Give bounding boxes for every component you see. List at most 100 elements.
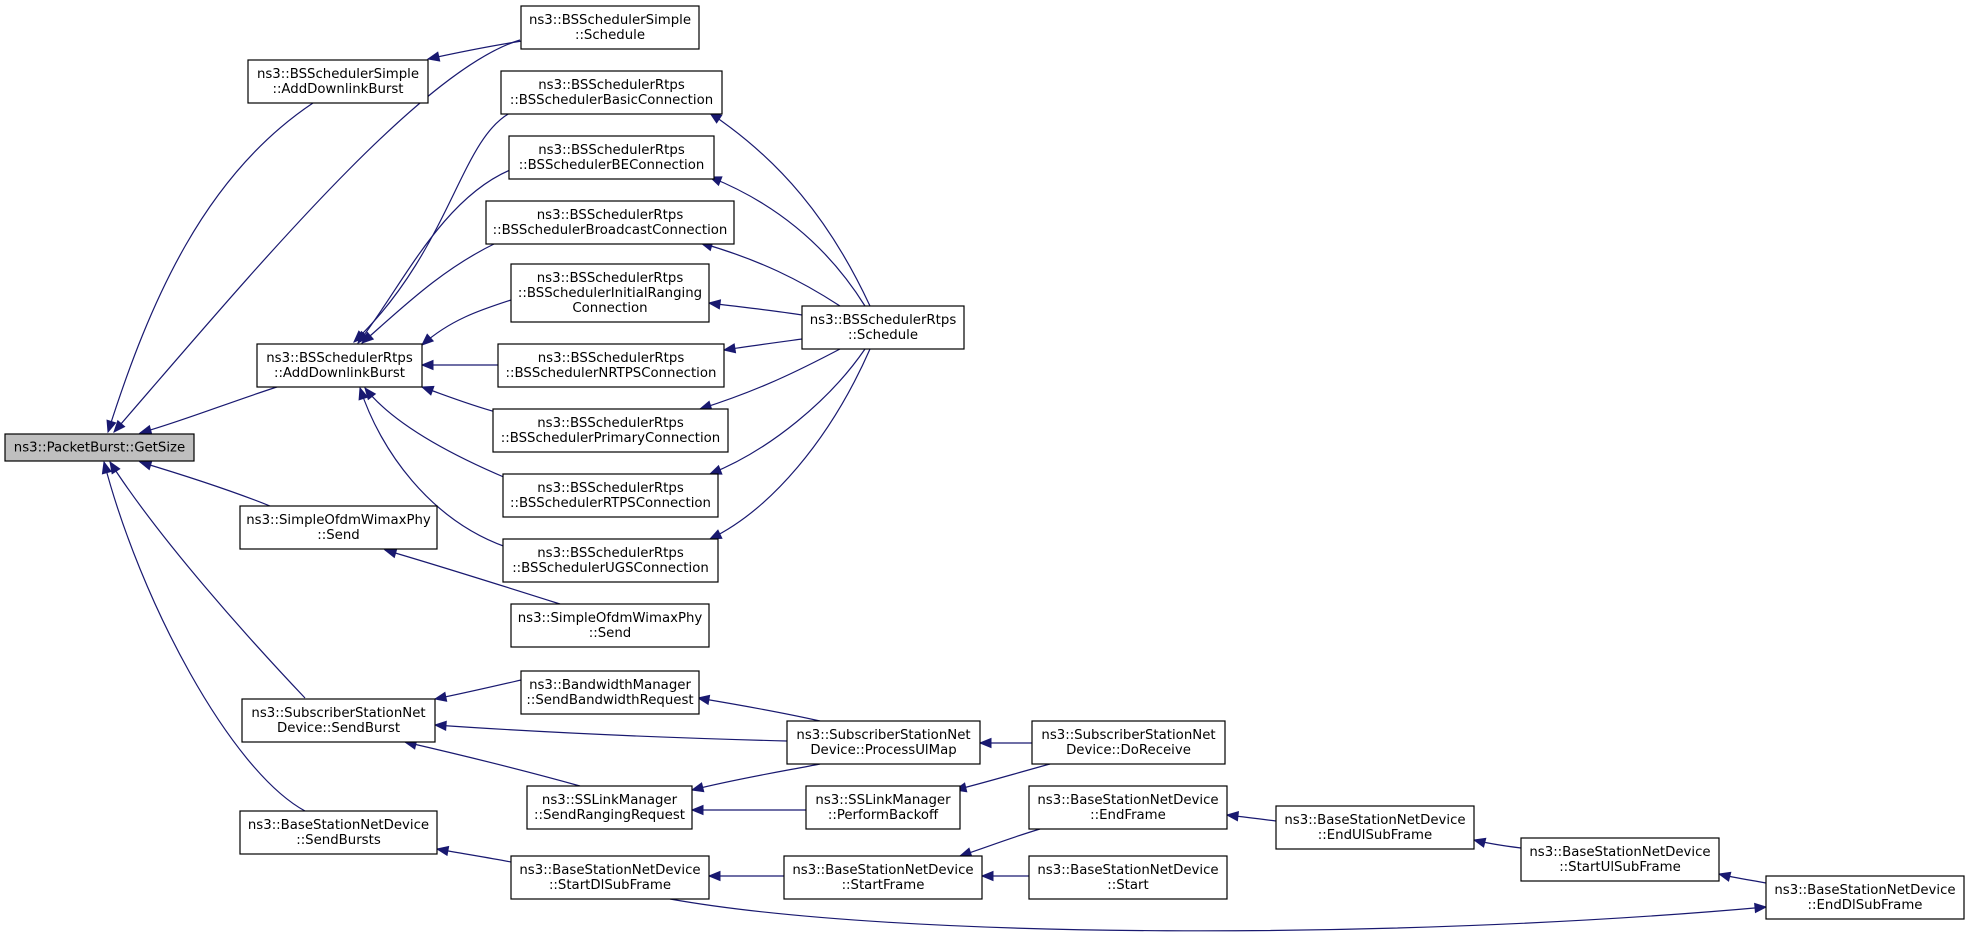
- arrowhead: [109, 460, 121, 475]
- edge-line: [359, 387, 507, 548]
- node-box: [1028, 855, 1228, 900]
- node-getsize[interactable]: ns3::PacketBurst::GetSize: [4, 433, 195, 462]
- node-bs-startdl[interactable]: ns3::BaseStationNetDevice::StartDlSubFra…: [510, 855, 710, 900]
- node-label-line: ns3::BSSchedulerSimple: [257, 67, 419, 82]
- node-ss-doreceive[interactable]: ns3::SubscriberStationNetDevice::DoRecei…: [1031, 720, 1226, 765]
- edge-line: [139, 461, 271, 507]
- node-bs-endul[interactable]: ns3::BaseStationNetDevice::EndUlSubFrame: [1275, 805, 1475, 850]
- arrowhead: [383, 548, 398, 559]
- call-edge: [435, 845, 512, 863]
- arrowhead: [978, 737, 992, 749]
- node-box: [510, 263, 710, 323]
- node-label-line: ns3::BandwidthManager: [529, 678, 691, 693]
- call-edge: [420, 359, 498, 371]
- node-ofdm-send1[interactable]: ns3::SimpleOfdmWimaxPhy::Send: [239, 505, 438, 550]
- node-bs-sendbursts[interactable]: ns3::BaseStationNetDevice::SendBursts: [239, 810, 438, 855]
- node-label-line: ns3::PacketBurst::GetSize: [14, 441, 185, 456]
- arrowhead: [1472, 837, 1487, 848]
- node-label-line: ::BSSchedulerRTPSConnection: [510, 496, 711, 511]
- edge-line: [361, 242, 497, 344]
- node-box: [497, 343, 725, 388]
- arrowhead: [358, 386, 369, 401]
- call-edge: [106, 102, 314, 434]
- node-ss-sendburst[interactable]: ns3::SubscriberStationNetDevice::SendBur…: [241, 698, 436, 743]
- node-label-line: ns3::BSSchedulerSimple: [529, 13, 691, 28]
- call-edge: [699, 241, 841, 307]
- node-rtps-be[interactable]: ns3::BSSchedulerRtps::BSSchedulerBEConne…: [508, 135, 715, 180]
- node-sslm-sendrng[interactable]: ns3::SSLinkManager::SendRangingRequest: [526, 785, 693, 830]
- node-sslm-backoff[interactable]: ns3::SSLinkManager::PerformBackoff: [805, 785, 961, 830]
- edge-line: [691, 763, 821, 791]
- node-bw-sendreq[interactable]: ns3::BandwidthManager::SendBandwidthRequ…: [520, 670, 700, 715]
- call-edge: [138, 460, 271, 507]
- call-edge: [1472, 837, 1522, 849]
- call-edge: [361, 242, 497, 344]
- node-label-line: ::PerformBackoff: [828, 808, 939, 823]
- call-edge: [421, 299, 512, 346]
- node-rtps-sched[interactable]: ns3::BSSchedulerRtps::Schedule: [801, 305, 965, 350]
- node-label-line: Device::DoReceive: [1066, 743, 1191, 758]
- arrowhead: [690, 804, 704, 816]
- node-box: [510, 855, 710, 900]
- node-label-line: ::Schedule: [848, 328, 918, 343]
- node-ss-processul[interactable]: ns3::SubscriberStationNetDevice::Process…: [786, 720, 981, 765]
- node-rtps-rtps[interactable]: ns3::BSSchedulerRtps::BSSchedulerRTPSCon…: [502, 473, 719, 518]
- node-bs-startframe[interactable]: ns3::BaseStationNetDevice::StartFrame: [783, 855, 983, 900]
- node-label-line: ns3::BaseStationNetDevice: [1037, 793, 1218, 808]
- call-edge: [109, 460, 306, 699]
- arrowhead: [361, 331, 375, 344]
- node-label-line: ns3::SubscriberStationNet: [796, 728, 970, 743]
- call-edge: [722, 338, 803, 354]
- node-rtps-primary[interactable]: ns3::BSSchedulerRtps::BSSchedulerPrimary…: [492, 408, 729, 453]
- edges-layer: [101, 39, 1768, 932]
- node-label-line: ns3::BaseStationNetDevice: [519, 863, 700, 878]
- node-label-line: ns3::BaseStationNetDevice: [1284, 813, 1465, 828]
- node-box: [520, 670, 700, 715]
- edge-line: [699, 348, 841, 410]
- node-bs-startul[interactable]: ns3::BaseStationNetDevice::StartUlSubFra…: [1520, 837, 1720, 882]
- arrowhead: [696, 694, 711, 706]
- edge-line: [959, 828, 1041, 857]
- edge-line: [139, 385, 281, 434]
- arrowhead: [707, 299, 722, 310]
- node-ofdm-send2[interactable]: ns3::SimpleOfdmWimaxPhy::Send: [510, 603, 710, 648]
- node-label-line: ::EndUlSubFrame: [1318, 828, 1432, 843]
- node-label-line: ns3::BaseStationNetDevice: [1037, 863, 1218, 878]
- node-bs-start[interactable]: ns3::BaseStationNetDevice::Start: [1028, 855, 1228, 900]
- node-bs-enddl[interactable]: ns3::BaseStationNetDevice::EndDlSubFrame: [1765, 875, 1965, 920]
- node-label-line: ::SendRangingRequest: [534, 808, 685, 823]
- call-edge: [708, 348, 866, 475]
- node-box: [502, 538, 719, 583]
- node-label-line: ns3::BSSchedulerRtps: [538, 351, 685, 366]
- arrowhead: [690, 782, 705, 793]
- call-edge: [420, 385, 497, 413]
- arrowhead: [433, 720, 447, 732]
- node-simple-adl[interactable]: ns3::BSSchedulerSimple::AddDownlinkBurst: [247, 59, 429, 104]
- node-label-line: ::BSSchedulerNRTPSConnection: [506, 366, 717, 381]
- node-rtps-bcast[interactable]: ns3::BSSchedulerRtps::BSSchedulerBroadca…: [485, 200, 735, 245]
- node-rtps-init[interactable]: ns3::BSSchedulerRtps::BSSchedulerInitial…: [510, 263, 710, 323]
- node-label-line: Device::ProcessUlMap: [810, 743, 956, 758]
- node-bs-endframe[interactable]: ns3::BaseStationNetDevice::EndFrame: [1028, 785, 1228, 830]
- call-edge: [1717, 871, 1767, 884]
- node-rtps-adl[interactable]: ns3::BSSchedulerRtps::AddDownlinkBurst: [256, 343, 423, 388]
- node-label-line: ns3::BaseStationNetDevice: [1529, 845, 1710, 860]
- call-edge: [980, 870, 1030, 882]
- arrowhead: [722, 343, 737, 354]
- node-box: [526, 785, 693, 830]
- edge-line: [103, 461, 306, 812]
- node-box: [786, 720, 981, 765]
- node-rtps-basic[interactable]: ns3::BSSchedulerRtps::BSSchedulerBasicCo…: [500, 70, 723, 115]
- edge-line: [709, 176, 866, 307]
- node-label-line: ::StartDlSubFrame: [549, 878, 671, 893]
- node-label-line: ns3::BSSchedulerRtps: [810, 313, 957, 328]
- node-rtps-nrtps[interactable]: ns3::BSSchedulerRtps::BSSchedulerNRTPSCo…: [497, 343, 725, 388]
- node-label-line: ::Schedule: [575, 28, 645, 43]
- arrowhead: [420, 385, 435, 396]
- node-label-line: ns3::SSLinkManager: [815, 793, 951, 808]
- node-label-line: ::BSSchedulerBroadcastConnection: [493, 223, 728, 238]
- node-rtps-ugs[interactable]: ns3::BSSchedulerRtps::BSSchedulerUGSConn…: [502, 538, 719, 583]
- node-simple-sched[interactable]: ns3::BSSchedulerSimple::Schedule: [520, 5, 700, 50]
- call-edge: [113, 39, 521, 433]
- arrowhead: [426, 51, 441, 62]
